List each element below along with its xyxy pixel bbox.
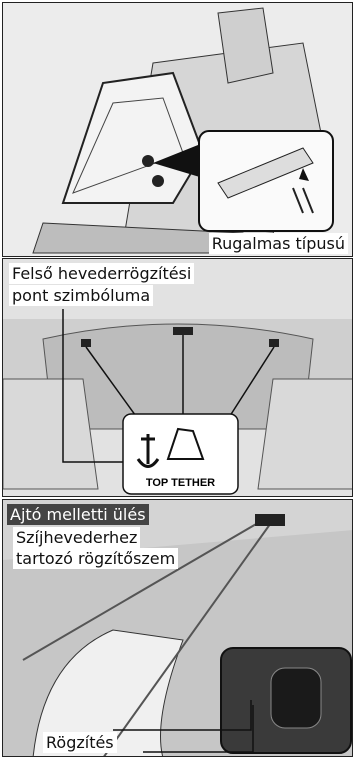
tether-symbol-label-2: pont szimbóluma bbox=[9, 285, 154, 306]
top-tether-text: TOP TETHER bbox=[145, 477, 216, 489]
panel-tether-symbol: Felső hevederrögzítési pont szimbóluma T… bbox=[2, 258, 353, 497]
rear-window-illustration bbox=[3, 309, 352, 495]
tether-anchor-label-2: tartozó rögzítőszem bbox=[13, 548, 179, 569]
seat-back-shape bbox=[32, 629, 184, 756]
anchor-icon bbox=[136, 434, 160, 468]
tether-anchor-label-1: Szíjhevederhez bbox=[13, 527, 141, 548]
anchor-cover bbox=[270, 667, 322, 729]
panel-flexible-type: Rugalmas típusú bbox=[2, 2, 353, 257]
car-seat-illustration bbox=[32, 7, 334, 254]
anchoring-label: Rögzítés bbox=[43, 732, 117, 753]
child-seat-icon bbox=[166, 427, 205, 460]
tether-symbol-label-1: Felső hevederrögzítési bbox=[9, 263, 195, 284]
top-tether-symbol bbox=[122, 413, 239, 495]
door-side-seat-heading: Ajtó melletti ülés bbox=[7, 504, 149, 525]
tether-anchor-illustration bbox=[3, 514, 352, 756]
flexible-type-label: Rugalmas típusú bbox=[208, 233, 348, 254]
panel-door-side-seat: Ajtó melletti ülés Szíjhevederhez tartoz… bbox=[2, 499, 353, 757]
